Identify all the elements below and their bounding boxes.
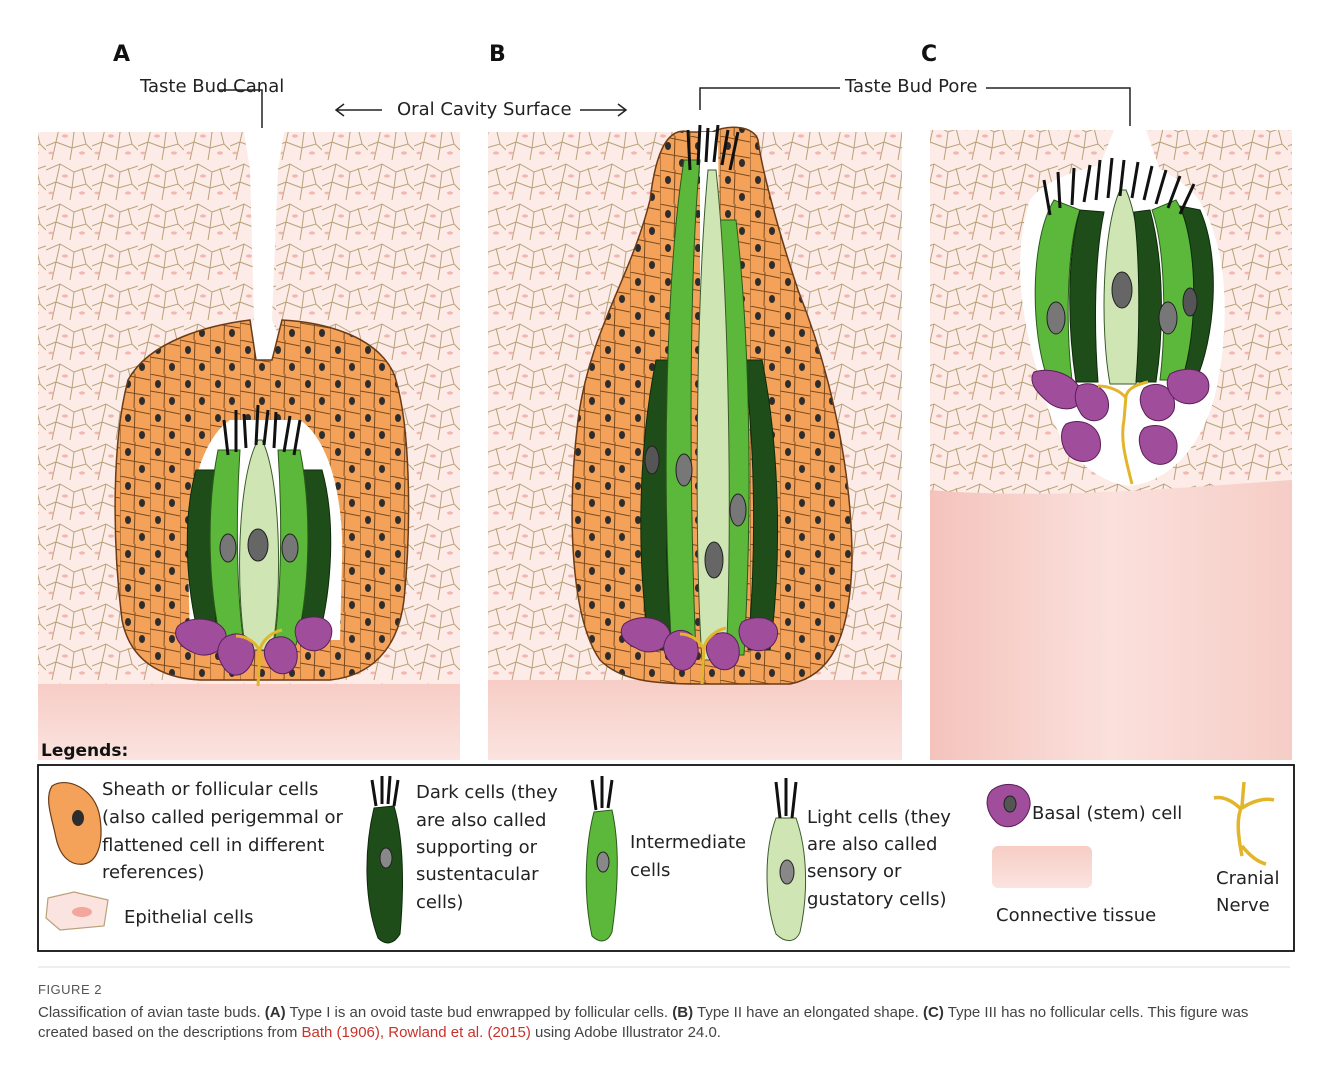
panel-a-letter: A [113,42,130,67]
oral-cavity-surface-label: Oral Cavity Surface [336,99,626,120]
panel-b-connective-tissue [488,680,902,760]
figure-caption: FIGURE 2 Classification of avian taste b… [38,982,1290,1043]
legend-basal-text: Basal (stem) cell [1032,803,1182,824]
caption-ref-c: (C) [923,1004,944,1021]
oral-cavity-arrow-left-icon [336,104,382,116]
reference-link-bath[interactable]: Bath (1906), [302,1024,385,1041]
caption-ref-b: (B) [672,1004,693,1021]
figure-label: FIGURE 2 [38,982,1290,997]
legend-connective-text: Connective tissue [996,905,1156,926]
legend-title: Legends: [41,741,128,761]
svg-text:Taste Bud Pore: Taste Bud Pore [844,76,978,97]
reference-link-rowland[interactable]: Rowland et al. (2015) [388,1024,531,1041]
svg-text:Oral Cavity Surface: Oral Cavity Surface [397,99,572,120]
panel-c-connective-tissue [930,480,1292,760]
figure-caption-text: Classification of avian taste buds. (A) … [38,1003,1290,1043]
panel-b-letter: B [489,42,506,67]
legend-intermediate-icon [586,810,617,941]
caption-ref-a: (A) [265,1004,286,1021]
legend-epithelial-text: Epithelial cells [124,907,253,928]
panel-a: Taste Bud Canal A [38,42,460,760]
oral-cavity-arrow-right-icon [580,104,626,116]
legend-connective-icon [992,846,1092,888]
taste-bud-pore-label: Taste Bud Pore [700,76,1130,126]
panel-b: B [488,42,902,760]
panel-c-letter: C [921,42,937,67]
panel-c: C [921,42,1292,760]
